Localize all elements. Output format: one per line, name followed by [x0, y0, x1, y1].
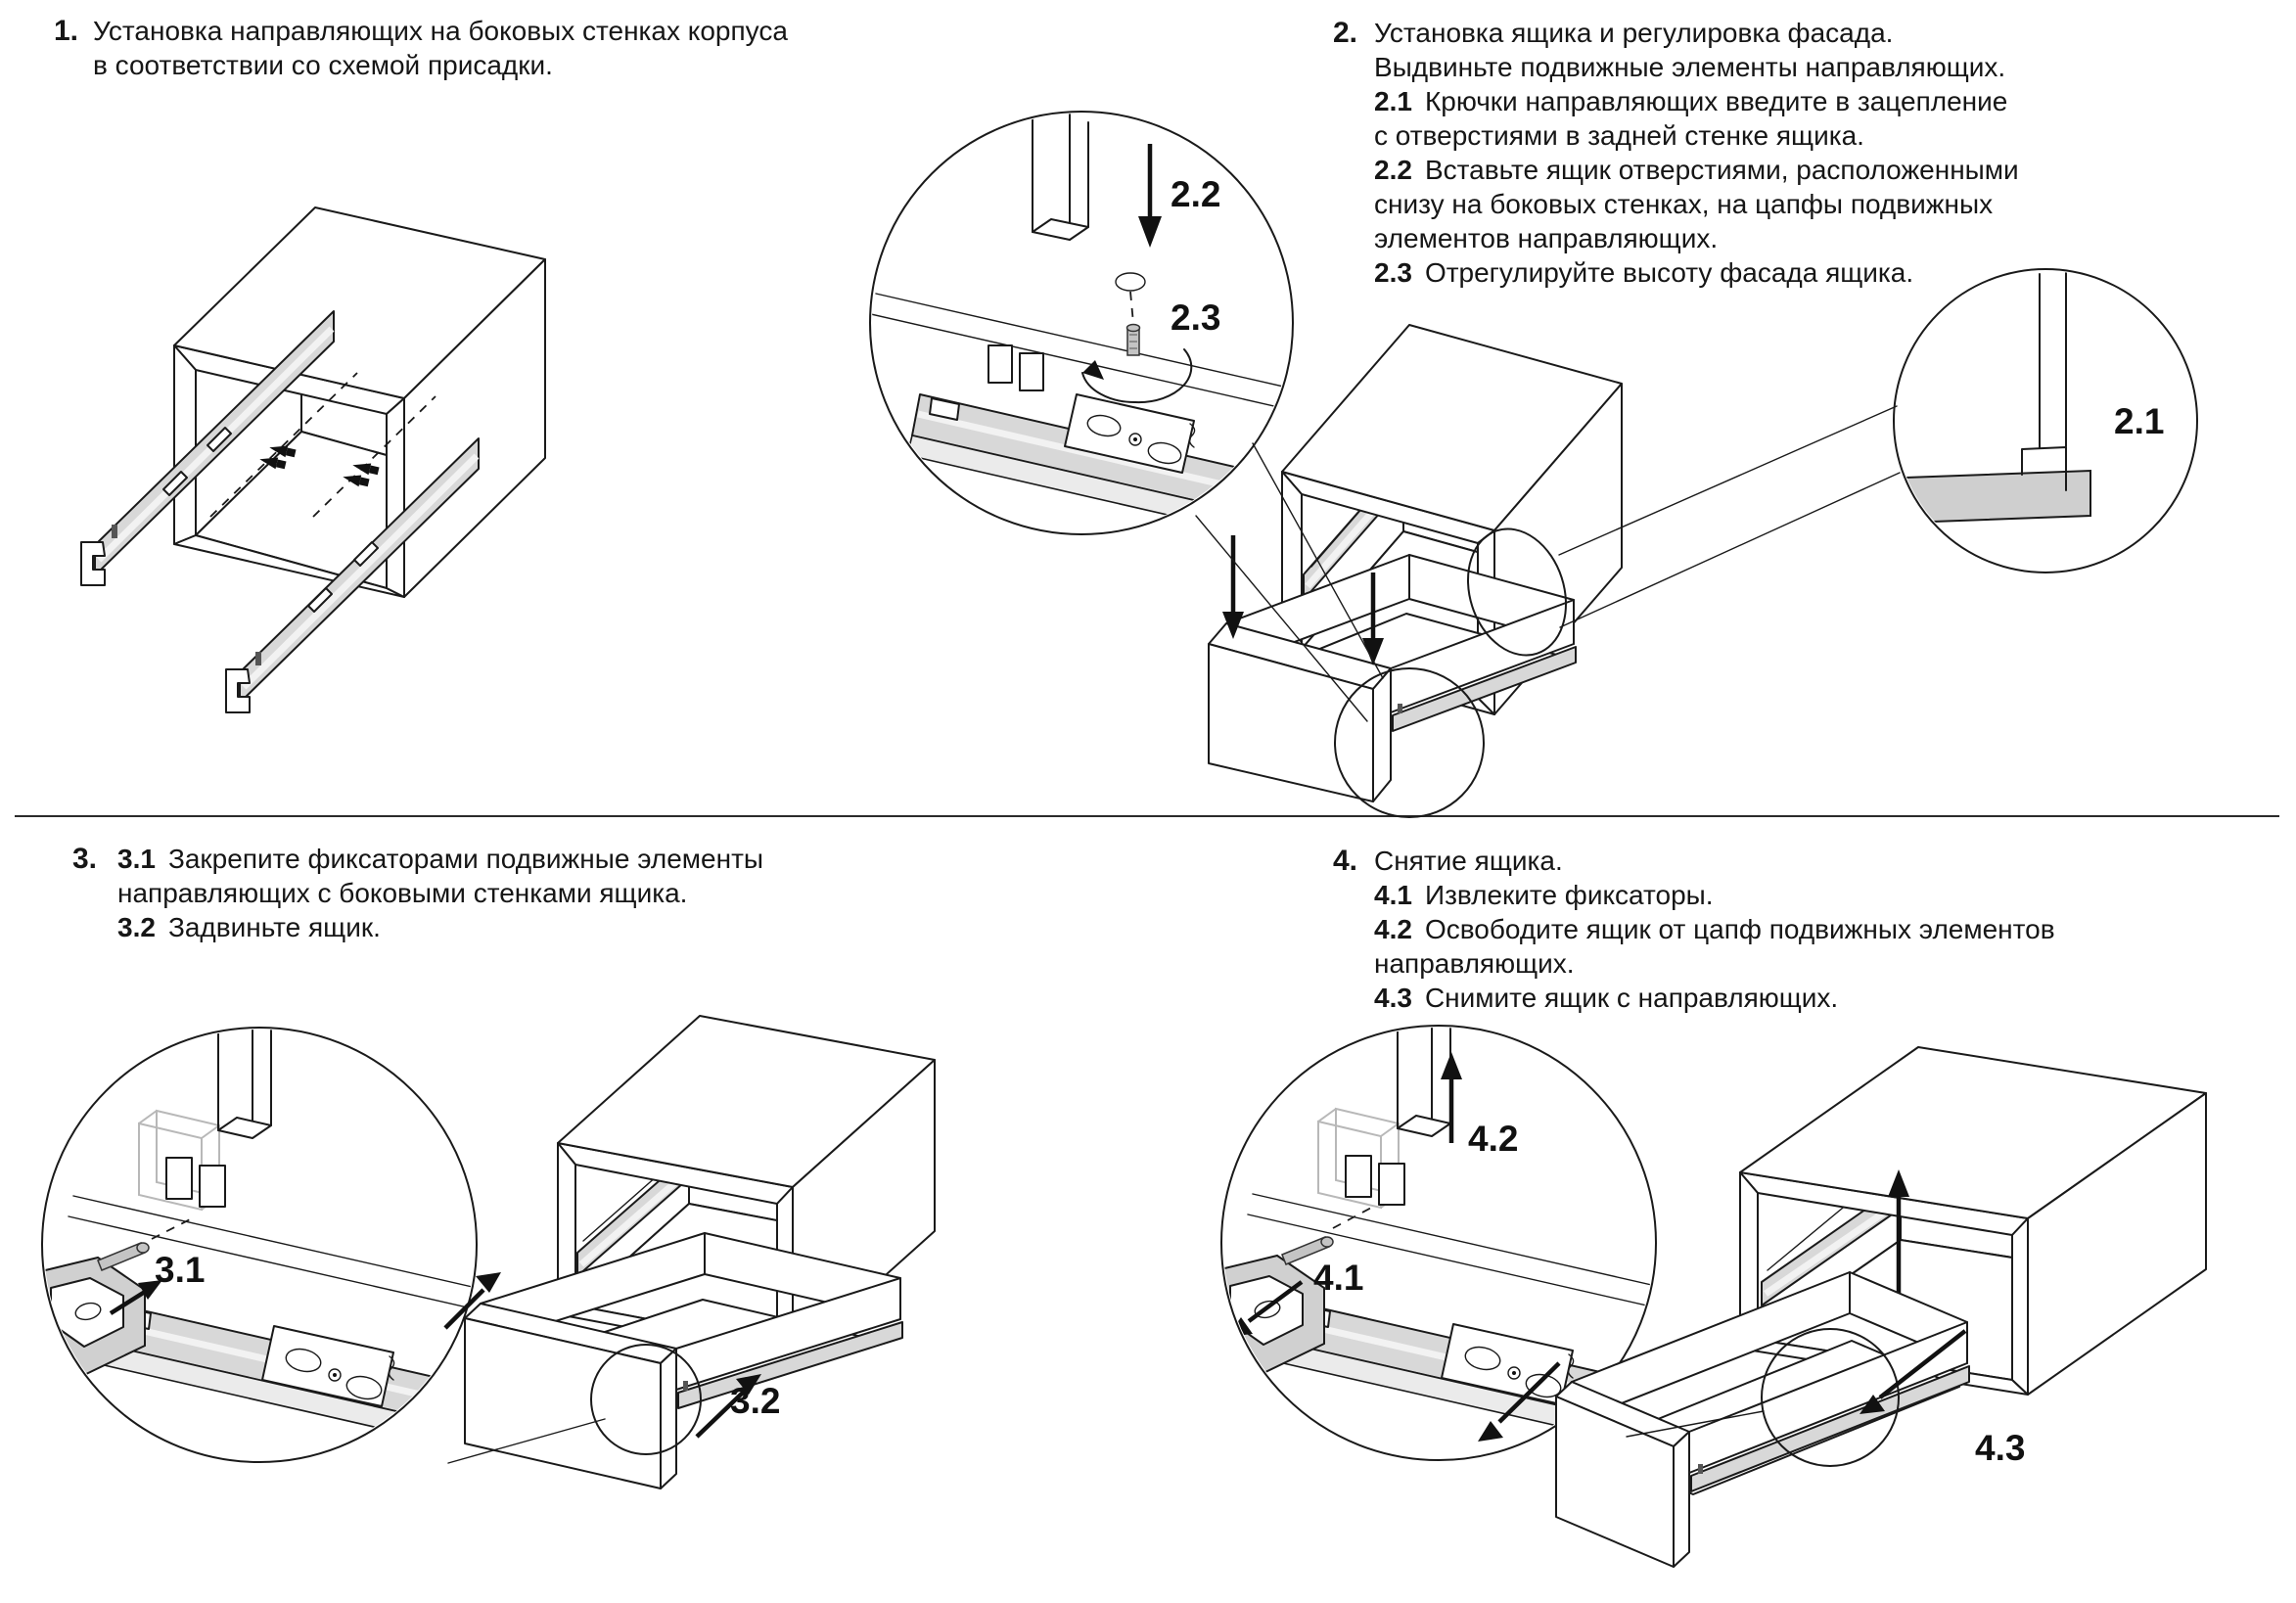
label-3-2: 3.2	[730, 1381, 780, 1421]
up-arrow-icon	[1441, 1052, 1462, 1143]
label-3-1: 3.1	[155, 1250, 205, 1290]
step-2-text: 2. Установка ящика и регулировка фасада.…	[1333, 16, 2019, 290]
diagram-step-4: 4.1 4.2	[1220, 1025, 2207, 1568]
leader-line	[447, 1418, 606, 1464]
rotate-arrow-icon	[1081, 348, 1193, 404]
label-4-3: 4.3	[1975, 1428, 2025, 1468]
screw-icon	[259, 457, 287, 470]
down-arrow-icon	[1362, 572, 1384, 665]
label-4-2: 4.2	[1468, 1119, 1518, 1159]
screw-icon	[352, 463, 380, 476]
drawer-front-panel	[1208, 643, 1374, 802]
hook-icon	[2021, 446, 2067, 491]
step-2-line: с отверстиями в задней стенке ящика.	[1374, 120, 1864, 151]
detail-circle-22-23: 2.2 2.3	[869, 111, 1294, 535]
push-arrow-icon	[695, 1374, 761, 1439]
step-1-text: 1. Установка направляющих на боковых сте…	[54, 14, 788, 82]
step-1-number: 1.	[54, 15, 79, 47]
detail-circle-31: 3.1	[41, 1027, 478, 1463]
step-1-line: в соответствии со схемой присадки.	[93, 50, 553, 80]
drawer-slide-right	[225, 437, 480, 713]
diagram-step-2: 2.2 2.3	[869, 111, 2198, 818]
callout-ellipse-rear-hook	[1467, 527, 1567, 657]
remove-arrow-icon	[1860, 1329, 1967, 1414]
leader-line	[1252, 442, 1384, 679]
drawer-slide	[1392, 646, 1577, 732]
step-4-line: направляющих.	[1374, 948, 1575, 979]
down-arrow-icon	[1222, 535, 1244, 639]
step-2-line: снизу на боковых стенках, на цапфы подви…	[1374, 189, 1994, 219]
callout-circle-front-pin	[1334, 667, 1485, 818]
leader-line	[1558, 405, 1898, 556]
drawer-front-panel	[1555, 1396, 1675, 1568]
drawer	[1555, 1271, 1970, 1568]
cabinet	[173, 206, 546, 598]
callout-circle-front-hook	[1761, 1328, 1900, 1467]
screw-icon	[269, 445, 297, 458]
drawer-front-panel	[464, 1317, 662, 1489]
down-arrow-icon	[1138, 144, 1162, 248]
remove-arrow-icon	[1478, 1361, 1561, 1442]
leader-line	[1195, 515, 1368, 722]
drawer	[1208, 554, 1577, 802]
callout-circle-front-corner	[590, 1344, 702, 1455]
step-2-line: Выдвиньте подвижные элементы направляющи…	[1374, 52, 2006, 82]
mounting-screws	[209, 372, 436, 518]
section-divider	[15, 815, 2279, 817]
insert-arrow-icon	[109, 1280, 162, 1315]
push-arrow-icon	[443, 1272, 501, 1330]
step-2-line: элементов направляющих.	[1374, 223, 1719, 253]
step-2-line: Установка ящика и регулировка фасада.	[1374, 18, 1894, 48]
diagram-step-3: 3.1	[41, 1015, 936, 1489]
step-4-line: Снятие ящика.	[1374, 846, 1563, 876]
detail-circle-41-42: 4.1 4.2	[1220, 1025, 1657, 1461]
label-4-1: 4.1	[1313, 1258, 1363, 1298]
detail-circle-21: 2.1	[1893, 268, 2198, 573]
label-2-2: 2.2	[1171, 174, 1220, 214]
step-2-number: 2.	[1333, 17, 1358, 49]
label-2-3: 2.3	[1171, 298, 1220, 338]
screw-icon	[343, 475, 370, 487]
step-3-number: 3.	[72, 843, 98, 875]
drawer-slide	[677, 1321, 903, 1409]
drawer	[464, 1232, 903, 1489]
drawer-slide-left	[80, 310, 335, 586]
step-3-line: направляющих с боковыми стенками ящика.	[117, 878, 688, 908]
step-4-number: 4.	[1333, 845, 1358, 877]
label-2-1: 2.1	[2114, 401, 2164, 441]
leader-line	[1559, 472, 1901, 628]
step-1-line: Установка направляющих на боковых стенка…	[93, 16, 788, 46]
diagram-step-1	[80, 206, 546, 713]
cabinet	[1739, 1046, 2207, 1396]
leader-line	[1626, 1410, 1765, 1438]
adjustment-pin	[1125, 323, 1141, 356]
